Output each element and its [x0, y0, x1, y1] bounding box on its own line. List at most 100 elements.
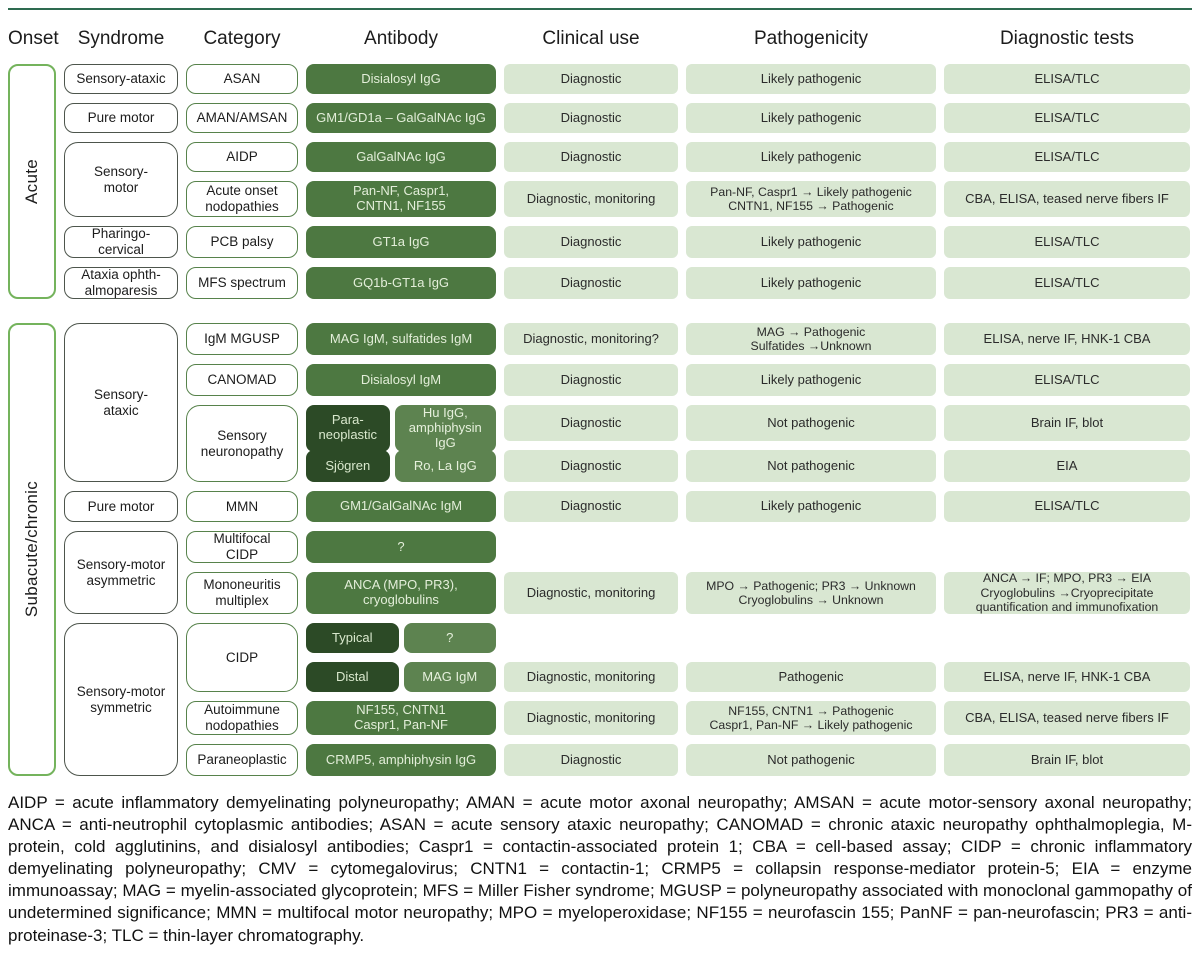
column-header-onset: Onset — [8, 28, 59, 49]
category-box: AIDP — [186, 142, 298, 172]
diagnostic-tests-cell: ELISA/TLC — [944, 64, 1190, 94]
clinical-use-cell: Diagnostic — [504, 364, 678, 396]
category-box: Paraneoplastic — [186, 744, 298, 776]
syndrome-box: Pharingo- cervical — [64, 226, 178, 258]
clinical-use-cell: Diagnostic, monitoring — [504, 662, 678, 692]
antibody-cell: ANCA (MPO, PR3), cryoglobulins — [306, 572, 496, 614]
diagnostic-tests-cell: ELISA/TLC — [944, 491, 1190, 522]
clinical-use-cell: Diagnostic, monitoring — [504, 572, 678, 614]
syndrome-box: Sensory- motor — [64, 142, 178, 217]
antibody-cell: GM1/GalGalNAc IgM — [306, 491, 496, 522]
onset-group-box-subacute-chronic: Subacute/chronic — [8, 323, 56, 776]
category-box: Autoimmune nodopathies — [186, 701, 298, 735]
column-header-diagnostic-tests: Diagnostic tests — [999, 28, 1135, 49]
clinical-use-cell: Diagnostic — [504, 744, 678, 776]
antibody-context-cell: Sjögren — [306, 450, 390, 482]
pathogenicity-cell: Pan-NF, Caspr1 → Likely pathogenic CNTN1… — [686, 181, 936, 217]
category-box: MMN — [186, 491, 298, 522]
pathogenicity-cell: Likely pathogenic — [686, 364, 936, 396]
antibody-cell: ? — [306, 531, 496, 563]
pathogenicity-cell: Likely pathogenic — [686, 142, 936, 172]
diagnostic-tests-cell: CBA, ELISA, teased nerve fibers IF — [944, 181, 1190, 217]
diagnostic-tests-cell: ELISA/TLC — [944, 142, 1190, 172]
antibody-cell: GT1a IgG — [306, 226, 496, 258]
diagnostic-tests-cell: ELISA, nerve IF, HNK-1 CBA — [944, 323, 1190, 355]
onset-label-acute: Acute — [22, 159, 42, 204]
pathogenicity-cell: Not pathogenic — [686, 744, 936, 776]
pathogenicity-cell: Likely pathogenic — [686, 226, 936, 258]
clinical-use-cell: Diagnostic — [504, 64, 678, 94]
category-box: MFS spectrum — [186, 267, 298, 299]
diagram-grid: Acute Subacute/chronic Sensory-ataxic Pu… — [8, 64, 1192, 776]
diagnostic-tests-cell: Brain IF, blot — [944, 744, 1190, 776]
diagnostic-tests-cell: Brain IF, blot — [944, 405, 1190, 441]
antibody-split-cell: Para- neoplastic Hu IgG, amphiphysin IgG — [306, 405, 496, 452]
figure-page: Onset Syndrome Category Antibody Clinica… — [0, 8, 1200, 961]
category-box: AMAN/AMSAN — [186, 103, 298, 133]
pathogenicity-cell: Likely pathogenic — [686, 491, 936, 522]
onset-group-box-acute: Acute — [8, 64, 56, 299]
diagnostic-tests-cell: ELISA/TLC — [944, 267, 1190, 299]
antibody-cell: Ro, La IgG — [394, 450, 496, 482]
category-box: CANOMAD — [186, 364, 298, 396]
pathogenicity-cell: Not pathogenic — [686, 405, 936, 441]
pathogenicity-cell: NF155, CNTN1 → Pathogenic Caspr1, Pan-NF… — [686, 701, 936, 735]
antibody-cell: NF155, CNTN1 Caspr1, Pan-NF — [306, 701, 496, 735]
clinical-use-cell: Diagnostic, monitoring? — [504, 323, 678, 355]
antibody-cell: GalGalNAc IgG — [306, 142, 496, 172]
antibody-cell: CRMP5, amphiphysin IgG — [306, 744, 496, 776]
pathogenicity-cell: Not pathogenic — [686, 450, 936, 482]
antibody-context-cell: Typical — [306, 623, 399, 653]
clinical-use-cell: Diagnostic, monitoring — [504, 181, 678, 217]
clinical-use-cell: Diagnostic — [504, 103, 678, 133]
clinical-use-cell: Diagnostic — [504, 450, 678, 482]
top-rule — [8, 8, 1192, 10]
pathogenicity-cell: MAG → Pathogenic Sulfatides →Unknown — [686, 323, 936, 355]
pathogenicity-cell: MPO → Pathogenic; PR3 → Unknown Cryoglob… — [686, 572, 936, 614]
diagnostic-tests-cell: CBA, ELISA, teased nerve fibers IF — [944, 701, 1190, 735]
category-box: Sensory neuronopathy — [186, 405, 298, 482]
syndrome-box: Sensory-motor symmetric — [64, 623, 178, 776]
category-box: IgM MGUSP — [186, 323, 298, 355]
syndrome-box: Pure motor — [64, 491, 178, 522]
syndrome-box: Sensory-ataxic — [64, 64, 178, 94]
column-header-clinical-use: Clinical use — [542, 28, 640, 49]
pathogenicity-cell: Likely pathogenic — [686, 267, 936, 299]
pathogenicity-cell: Likely pathogenic — [686, 103, 936, 133]
pathogenicity-cell: Likely pathogenic — [686, 64, 936, 94]
column-header-category: Category — [203, 28, 281, 49]
column-header-pathogenicity: Pathogenicity — [753, 28, 869, 49]
clinical-use-cell: Diagnostic, monitoring — [504, 701, 678, 735]
antibody-cell: Disialosyl IgG — [306, 64, 496, 94]
category-box: Mononeuritis multiplex — [186, 572, 298, 614]
antibody-split-cell: Sjögren Ro, La IgG — [306, 450, 496, 482]
antibody-cell: GQ1b-GT1a IgG — [306, 267, 496, 299]
syndrome-box: Sensory- ataxic — [64, 323, 178, 482]
column-header-syndrome: Syndrome — [77, 28, 165, 49]
clinical-use-cell: Diagnostic — [504, 226, 678, 258]
column-header-antibody: Antibody — [364, 28, 438, 49]
pathogenicity-cell: Pathogenic — [686, 662, 936, 692]
antibody-context-cell: Distal — [306, 662, 399, 692]
syndrome-box: Pure motor — [64, 103, 178, 133]
diagnostic-tests-cell: ELISA/TLC — [944, 364, 1190, 396]
antibody-cell: Pan-NF, Caspr1, CNTN1, NF155 — [306, 181, 496, 217]
clinical-use-cell: Diagnostic — [504, 491, 678, 522]
syndrome-box: Sensory-motor asymmetric — [64, 531, 178, 614]
clinical-use-cell: Diagnostic — [504, 142, 678, 172]
category-box: ASAN — [186, 64, 298, 94]
onset-label-subacute-chronic: Subacute/chronic — [22, 481, 42, 618]
antibody-split-cell: Distal MAG IgM — [306, 662, 496, 692]
antibody-cell: Hu IgG, amphiphysin IgG — [394, 405, 496, 452]
clinical-use-cell: Diagnostic — [504, 267, 678, 299]
abbreviations-footnote: AIDP = acute inflammatory demyelinating … — [8, 793, 1192, 945]
diagnostic-tests-cell: ELISA, nerve IF, HNK-1 CBA — [944, 662, 1190, 692]
category-box: Acute onset nodopathies — [186, 181, 298, 217]
antibody-split-cell: Typical ? — [306, 623, 496, 653]
diagnostic-tests-cell: ELISA/TLC — [944, 226, 1190, 258]
diagnostic-tests-cell: EIA — [944, 450, 1190, 482]
clinical-use-cell: Diagnostic — [504, 405, 678, 441]
diagnostic-tests-cell: ELISA/TLC — [944, 103, 1190, 133]
column-header-row: Onset Syndrome Category Antibody Clinica… — [8, 10, 1192, 64]
antibody-cell: MAG IgM, sulfatides IgM — [306, 323, 496, 355]
